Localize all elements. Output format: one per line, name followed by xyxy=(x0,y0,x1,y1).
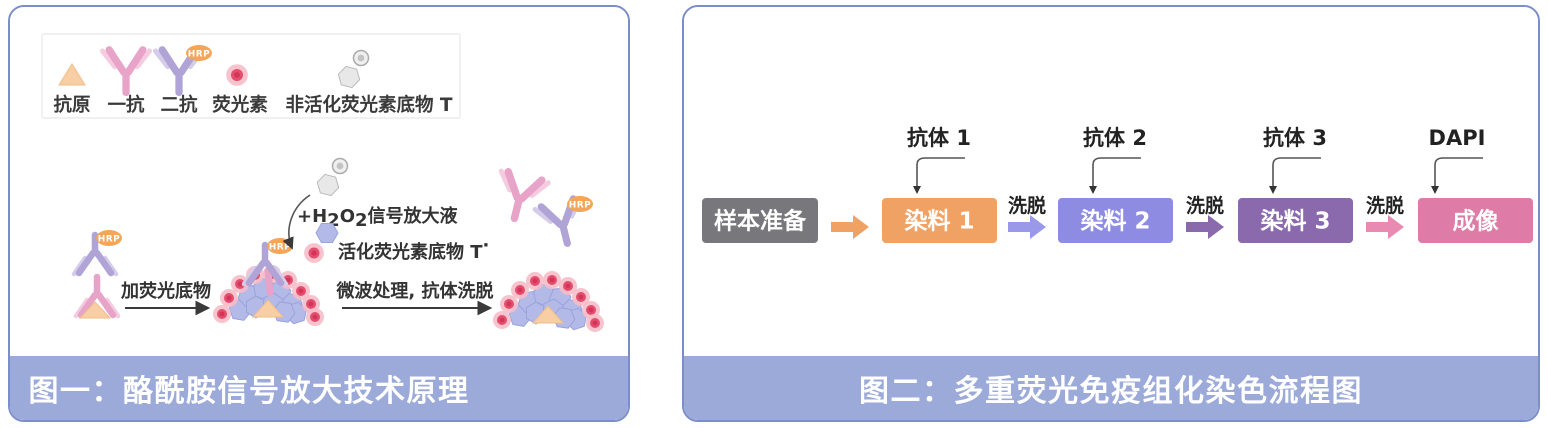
deposited-signal-complex xyxy=(493,271,604,332)
figure1-diagram-area: HRP 抗原 一抗 二抗 荧光素 非活化荧光素底物 T HRP xyxy=(10,7,628,356)
figure2-flowchart: 抗体 1 抗体 2 抗体 3 DAPI 样本准备 染料 1 xyxy=(702,126,1533,243)
dapi-label: DAPI xyxy=(1429,126,1486,150)
fluorophore-icon xyxy=(304,243,324,263)
active-substrate-icon xyxy=(315,223,339,243)
activated-substrate-label: 活化荧光素底物 T· xyxy=(338,235,489,263)
legend-label-inactive-substrate: 非活化荧光素底物 T xyxy=(285,94,452,116)
figure1-caption: 图一：酪酰胺信号放大技术原理 xyxy=(10,356,628,420)
flow-box-dye2-label: 染料 2 xyxy=(1080,208,1150,235)
antibody1-label: 抗体 1 xyxy=(907,126,971,150)
legend-label-secondary: 二抗 xyxy=(160,94,198,116)
flow-box-dye2 xyxy=(1058,198,1173,243)
wash-label-2: 洗脱 xyxy=(1186,194,1224,217)
flow-boxes: 样本准备 染料 1 染料 2 染料 3 成像 xyxy=(702,198,1533,243)
flow-box-sample-prep-label: 样本准备 xyxy=(714,208,807,235)
dapi-arrowhead xyxy=(1431,186,1439,194)
flow-arrow-1 xyxy=(831,215,869,239)
hrp-tag: HRP xyxy=(186,45,212,61)
antibody3-label: 抗体 3 xyxy=(1263,126,1327,150)
figure1-diagram: HRP 抗原 一抗 二抗 荧光素 非活化荧光素底物 T HRP xyxy=(41,33,628,356)
antigen-icon xyxy=(58,63,86,86)
legend-label-primary: 一抗 xyxy=(107,94,145,116)
svg-text:HRP: HRP xyxy=(269,243,292,253)
flow-box-dye1 xyxy=(882,198,997,243)
flow-top-labels: 抗体 1 抗体 2 抗体 3 DAPI xyxy=(907,126,1485,194)
figure2-caption: 图二：多重荧光免疫组化染色流程图 xyxy=(684,356,1538,420)
flow-arrow-4 xyxy=(1366,215,1404,239)
antibody2-arrowhead xyxy=(1089,186,1097,194)
wash-label-1: 洗脱 xyxy=(1008,194,1046,217)
hrp-tag: HRP xyxy=(567,196,593,212)
figure1-panel: HRP 抗原 一抗 二抗 荧光素 非活化荧光素底物 T HRP xyxy=(8,5,630,422)
flow-box-sample-prep xyxy=(702,198,818,243)
svg-text:HRP: HRP xyxy=(569,201,592,211)
step2-arrow: 微波处理, 抗体洗脱 xyxy=(335,280,494,316)
figure1-caption-text: 图一：酪酰胺信号放大技术原理 xyxy=(28,374,470,409)
step1-label: 加荧光底物 xyxy=(120,280,211,302)
step2-label: 微波处理, 抗体洗脱 xyxy=(335,280,493,302)
antibody1-connector xyxy=(916,157,965,188)
antibody2-label: 抗体 2 xyxy=(1083,126,1147,150)
flow-box-imaging-label: 成像 xyxy=(1453,208,1500,235)
flow-arrow-2 xyxy=(1008,215,1046,239)
step1-arrow: 加荧光底物 xyxy=(120,280,211,316)
figure2-panel: 抗体 1 抗体 2 抗体 3 DAPI 样本准备 染料 1 xyxy=(682,5,1540,422)
antibody3-connector xyxy=(1272,157,1321,188)
figure2-caption-text: 图二：多重荧光免疫组化染色流程图 xyxy=(859,374,1363,409)
dapi-connector xyxy=(1434,157,1483,188)
fluorophore-icon xyxy=(226,64,248,86)
flow-box-dye3-label: 染料 3 xyxy=(1260,208,1330,235)
flow-box-dye1-label: 染料 1 xyxy=(904,208,974,235)
antibody1-arrowhead xyxy=(913,186,921,194)
wash-label-3: 洗脱 xyxy=(1366,194,1404,217)
legend: HRP 抗原 一抗 二抗 荧光素 非活化荧光素底物 T xyxy=(41,33,461,119)
legend-label-antigen: 抗原 xyxy=(53,94,90,116)
antibody2-connector xyxy=(1092,157,1141,188)
figure2-diagram-area: 抗体 1 抗体 2 抗体 3 DAPI 样本准备 染料 1 xyxy=(684,7,1538,356)
svg-text:HRP: HRP xyxy=(188,50,211,60)
svg-text:HRP: HRP xyxy=(98,235,121,245)
flow-arrows: 洗脱 洗脱 洗脱 xyxy=(831,194,1404,239)
flow-box-dye3 xyxy=(1238,198,1353,243)
antibody3-arrowhead xyxy=(1269,186,1277,194)
activation-curved-arrow xyxy=(282,194,311,250)
antibody-complex: HRP xyxy=(74,230,122,319)
flow-box-imaging xyxy=(1418,198,1533,243)
flow-arrow-3 xyxy=(1186,215,1224,239)
inactive-substrate-icon xyxy=(315,159,347,197)
legend-label-fluorophore: 荧光素 xyxy=(212,94,268,116)
